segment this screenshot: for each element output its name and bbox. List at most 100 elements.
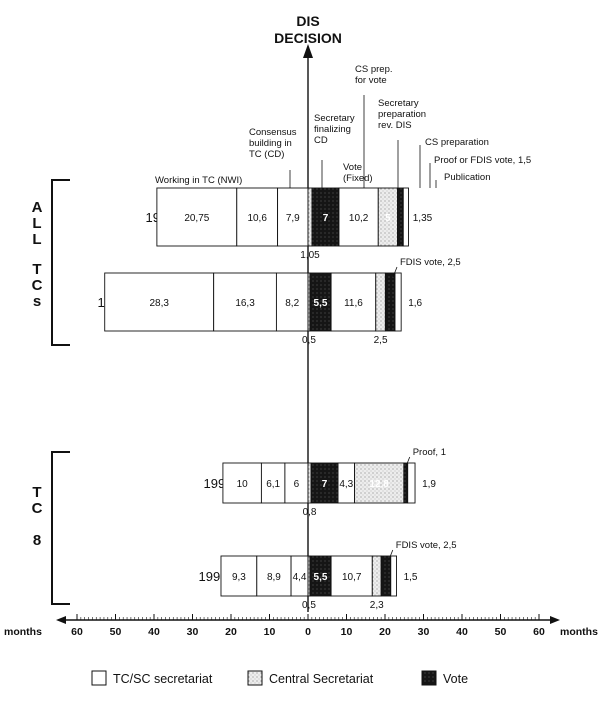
stage-label: CS preparation bbox=[425, 137, 489, 148]
group-label-letter: C bbox=[32, 277, 43, 294]
x-tick-label: 60 bbox=[71, 626, 83, 638]
bar-value-label: 9,3 bbox=[232, 572, 246, 583]
bar-value-label: 2,5 bbox=[374, 335, 388, 346]
group-label-letter: L bbox=[32, 231, 41, 248]
x-tick-label: 50 bbox=[110, 626, 122, 638]
x-unit-label-left: months bbox=[4, 626, 42, 638]
bar-value-label: 16,3 bbox=[235, 298, 255, 309]
legend-swatch bbox=[91, 670, 107, 686]
group-label-letter: T bbox=[32, 484, 41, 501]
bar-value-label: 7 bbox=[323, 213, 329, 224]
annotation-leader bbox=[392, 266, 398, 278]
bar-segment bbox=[213, 272, 277, 332]
bar-value-label: 11,6 bbox=[344, 298, 363, 309]
stage-label: Proof or FDIS vote, 1,5 bbox=[434, 155, 531, 166]
bar-segment bbox=[402, 187, 409, 247]
x-tick-label: 20 bbox=[225, 626, 237, 638]
bar-value-label: 2,3 bbox=[370, 600, 384, 611]
legend-swatch bbox=[247, 670, 263, 686]
x-tick-label: 10 bbox=[341, 626, 353, 638]
group-label-letter: A bbox=[32, 199, 43, 216]
bar-value-label: 28,3 bbox=[149, 298, 169, 309]
bar-segment bbox=[354, 462, 405, 504]
bar-value-label: 8,9 bbox=[267, 572, 281, 583]
bar-segment bbox=[307, 462, 312, 504]
bar-value-label: 7,9 bbox=[286, 213, 300, 224]
x-tick-label: 30 bbox=[418, 626, 430, 638]
x-tick-label: 40 bbox=[456, 626, 468, 638]
chart-title-line1: DIS bbox=[296, 13, 319, 29]
x-tick-label: 0 bbox=[305, 626, 311, 638]
bar-value-label: 1,5 bbox=[404, 572, 418, 583]
x-axis: 60 50 40 30 20 10 0 10 20 30 40 50 60 months months bbox=[4, 614, 598, 638]
x-tick-label: 50 bbox=[495, 626, 507, 638]
bar-value-label: 0,5 bbox=[302, 335, 316, 346]
bar-segment bbox=[394, 272, 402, 332]
bar-value-label: 6,1 bbox=[266, 479, 280, 490]
row-annotation: FDIS vote, 2,5 bbox=[396, 540, 457, 551]
bar-value-label: 7 bbox=[322, 479, 328, 490]
axis-arrow-left bbox=[56, 616, 66, 624]
group-label-letter: C bbox=[32, 500, 43, 517]
axis-arrow-right bbox=[550, 616, 560, 624]
x-tick-label: 30 bbox=[187, 626, 199, 638]
bar-value-label: 12,8 bbox=[369, 479, 389, 490]
bar-value-label: 8,2 bbox=[285, 298, 299, 309]
row-annotation: Proof, 1 bbox=[413, 447, 446, 458]
bar-segment bbox=[380, 555, 392, 597]
bar-segment bbox=[330, 272, 377, 332]
bar-value-label: 1,35 bbox=[413, 213, 433, 224]
bar-value-label: 1,6 bbox=[408, 298, 422, 309]
x-unit-label-right: months bbox=[560, 626, 598, 638]
group-bracket bbox=[51, 179, 70, 346]
bar-segment bbox=[397, 187, 404, 247]
annotation-leader bbox=[405, 456, 411, 468]
bar-value-label: 0,5 bbox=[302, 600, 316, 611]
bar-segment bbox=[156, 187, 238, 247]
bar-segment bbox=[104, 272, 215, 332]
bar-value-label: 10,7 bbox=[342, 572, 362, 583]
bar-segment bbox=[307, 187, 313, 247]
x-tick-label: 20 bbox=[379, 626, 391, 638]
legend-label: Central Secretariat bbox=[269, 672, 374, 686]
stage-label: CS prep.for vote bbox=[355, 64, 393, 86]
bar-segment bbox=[384, 272, 396, 332]
bar-segment bbox=[375, 272, 386, 332]
chart-title-line2: DECISION bbox=[274, 30, 342, 46]
bar-segment bbox=[275, 272, 309, 332]
bar-value-label: 10,2 bbox=[349, 213, 369, 224]
bar-value-label: 5,5 bbox=[314, 572, 328, 583]
bar-segment bbox=[403, 462, 409, 504]
x-tick-label: 60 bbox=[533, 626, 545, 638]
bar-value-label: 1,9 bbox=[422, 479, 436, 490]
x-tick-label: 10 bbox=[264, 626, 276, 638]
bar-value-label: 10 bbox=[237, 479, 249, 490]
group-bracket bbox=[51, 451, 70, 605]
group-label-letter: 8 bbox=[33, 532, 41, 549]
bar-year-label: 1998 bbox=[199, 569, 228, 584]
legend-swatch bbox=[421, 670, 437, 686]
bar-value-label: 6 bbox=[294, 479, 300, 490]
stage-label: Working in TC (NWI) bbox=[155, 175, 242, 186]
bar-segment bbox=[407, 462, 416, 504]
bar-value-label: 0,8 bbox=[303, 507, 317, 518]
bar-value-label: 4,3 bbox=[339, 479, 353, 490]
stage-label: Vote(Fixed) bbox=[343, 162, 373, 184]
dis-decision-arrowhead bbox=[303, 44, 313, 58]
bar-value-label: 4,4 bbox=[293, 572, 307, 583]
bar-value-label: 20,75 bbox=[184, 213, 209, 224]
row-annotation: FDIS vote, 2,5 bbox=[400, 257, 461, 268]
bar-segment bbox=[330, 555, 373, 597]
annotation-leader bbox=[388, 549, 394, 561]
group-label-letter: L bbox=[32, 215, 41, 232]
x-tick-label: 40 bbox=[148, 626, 160, 638]
bar-segment bbox=[256, 555, 292, 597]
bar-value-label: 10,6 bbox=[247, 213, 267, 224]
legend-label: Vote bbox=[443, 672, 468, 686]
bar-segment bbox=[371, 555, 382, 597]
bar-groups: ALLTCs199720,7510,67,91,05710,251,351998… bbox=[32, 179, 461, 611]
bar-value-label: 1,05 bbox=[300, 250, 320, 261]
